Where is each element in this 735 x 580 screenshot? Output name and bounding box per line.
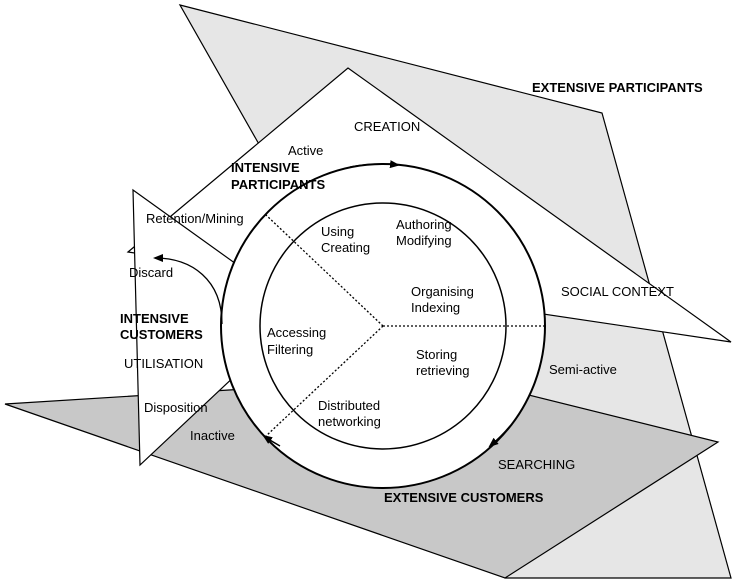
sector-distributed-line2: networking bbox=[318, 414, 381, 429]
active-label: Active bbox=[288, 143, 323, 158]
searching-label: SEARCHING bbox=[498, 457, 575, 472]
sector-organising-line2: Indexing bbox=[411, 300, 460, 315]
disposition-label: Disposition bbox=[144, 400, 208, 415]
sector-using-line1: Using bbox=[321, 224, 354, 239]
arrow-bottom-right bbox=[488, 425, 511, 448]
retention-mining-label: Retention/Mining bbox=[146, 211, 244, 226]
intensive-customers-triangle bbox=[132, 188, 304, 467]
sector-storing-line1: Storing bbox=[416, 347, 457, 362]
intensive-customers-label-line2: CUSTOMERS bbox=[120, 327, 203, 342]
sector-authoring-line2: Modifying bbox=[396, 233, 452, 248]
creation-label: CREATION bbox=[354, 119, 420, 134]
inactive-label: Inactive bbox=[190, 428, 235, 443]
extensive-customers-label: EXTENSIVE CUSTOMERS bbox=[384, 490, 544, 505]
sector-authoring-line1: Authoring bbox=[396, 217, 452, 232]
divider-upper-left bbox=[265, 214, 384, 327]
extensive-participants-label: EXTENSIVE PARTICIPANTS bbox=[532, 80, 703, 95]
social-context-label: SOCIAL CONTEXT bbox=[561, 284, 674, 299]
utilisation-label: UTILISATION bbox=[124, 356, 203, 371]
sector-accessing-line2: Filtering bbox=[267, 342, 313, 357]
arrow-discard bbox=[153, 254, 223, 325]
sector-storing-line2: retrieving bbox=[416, 363, 469, 378]
sector-distributed-line1: Distributed bbox=[318, 398, 380, 413]
divider-lower-left bbox=[265, 325, 384, 437]
discard-label: Discard bbox=[129, 265, 173, 280]
semi-active-label: Semi-active bbox=[549, 362, 617, 377]
intensive-participants-label-line1: INTENSIVE bbox=[231, 160, 300, 175]
sector-using-line2: Creating bbox=[321, 240, 370, 255]
arrow-bottom-left bbox=[262, 434, 281, 447]
intensive-participants-label-line2: PARTICIPANTS bbox=[231, 177, 325, 192]
arrow-top-clockwise bbox=[349, 160, 400, 169]
sector-organising-line1: Organising bbox=[411, 284, 474, 299]
sector-accessing-line1: Accessing bbox=[267, 325, 326, 340]
intensive-customers-label-line1: INTENSIVE bbox=[120, 311, 189, 326]
